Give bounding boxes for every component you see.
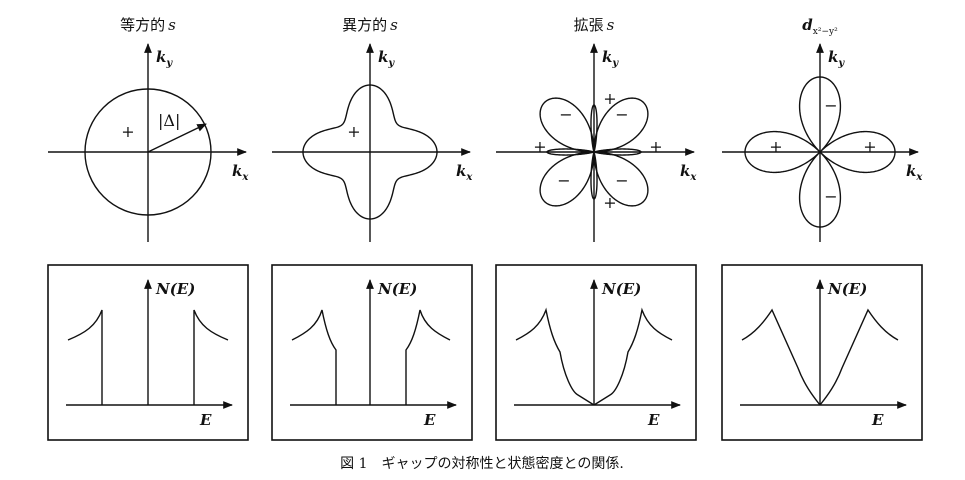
sign-label: + [347,122,360,141]
dos-box-d-wave: N(E) E [721,264,923,441]
figure-caption: 図 1 ギャップの対称性と状態密度との関係. [340,455,624,472]
panel-d-wave: dx²−y² ky kx − + + − [722,16,923,242]
energy-axis-label: E [871,411,884,429]
panel-title: dx²−y² [802,16,838,37]
gap-magnitude-label: |Δ| [158,111,180,130]
dos-curve-left [291,309,337,405]
gap-anisotropic-shape [302,84,438,220]
gap-d-wave-lobes [744,76,896,228]
sign-label: + [121,122,134,141]
dos-curve-right [819,308,899,406]
dos-axis-label: N(E) [827,280,867,298]
gap-axial-lobes [546,104,642,200]
dos-box-isotropic: N(E) E [47,264,249,441]
ky-axis-label: ky [378,48,395,69]
sign-label: + [863,137,876,156]
kx-axis-label: kx [680,162,697,183]
dos-curve-left [67,309,103,405]
dos-box-extended: N(E) E [495,264,697,441]
sign-label: − [557,171,570,190]
sign-label: − [559,105,572,124]
dos-curve-left [515,307,595,406]
sign-label: + [603,89,616,108]
dos-curve-right [193,309,229,405]
dos-box-anisotropic: N(E) E [271,264,473,441]
dos-curve-left [741,308,821,406]
dos-frame [47,264,249,441]
sign-label: − [824,187,837,206]
dos-axis-label: N(E) [601,280,641,298]
energy-axis-label: E [423,411,436,429]
gap-radius-arrow [147,123,207,153]
energy-axis-label: E [199,411,212,429]
sign-label: + [649,137,662,156]
kx-axis-label: kx [906,162,923,183]
ky-axis-label: ky [828,48,845,69]
kx-axis-label: kx [456,162,473,183]
ky-axis-label: ky [156,48,173,69]
sign-label: + [603,193,616,212]
sign-label: − [824,96,837,115]
sign-label: − [615,171,628,190]
sign-label: + [769,137,782,156]
dos-frame [271,264,473,441]
dos-curve-right [405,309,451,405]
dos-axis-label: N(E) [377,280,417,298]
dos-curve-right [593,307,673,406]
energy-axis-label: E [647,411,660,429]
ky-axis-label: ky [602,48,619,69]
dos-frame [721,264,923,441]
sign-label: − [615,105,628,124]
gap-circle [84,88,212,216]
dos-frame [495,264,697,441]
kx-axis-label: kx [232,162,249,183]
dos-axis-label: N(E) [155,280,195,298]
sign-label: + [533,137,546,156]
